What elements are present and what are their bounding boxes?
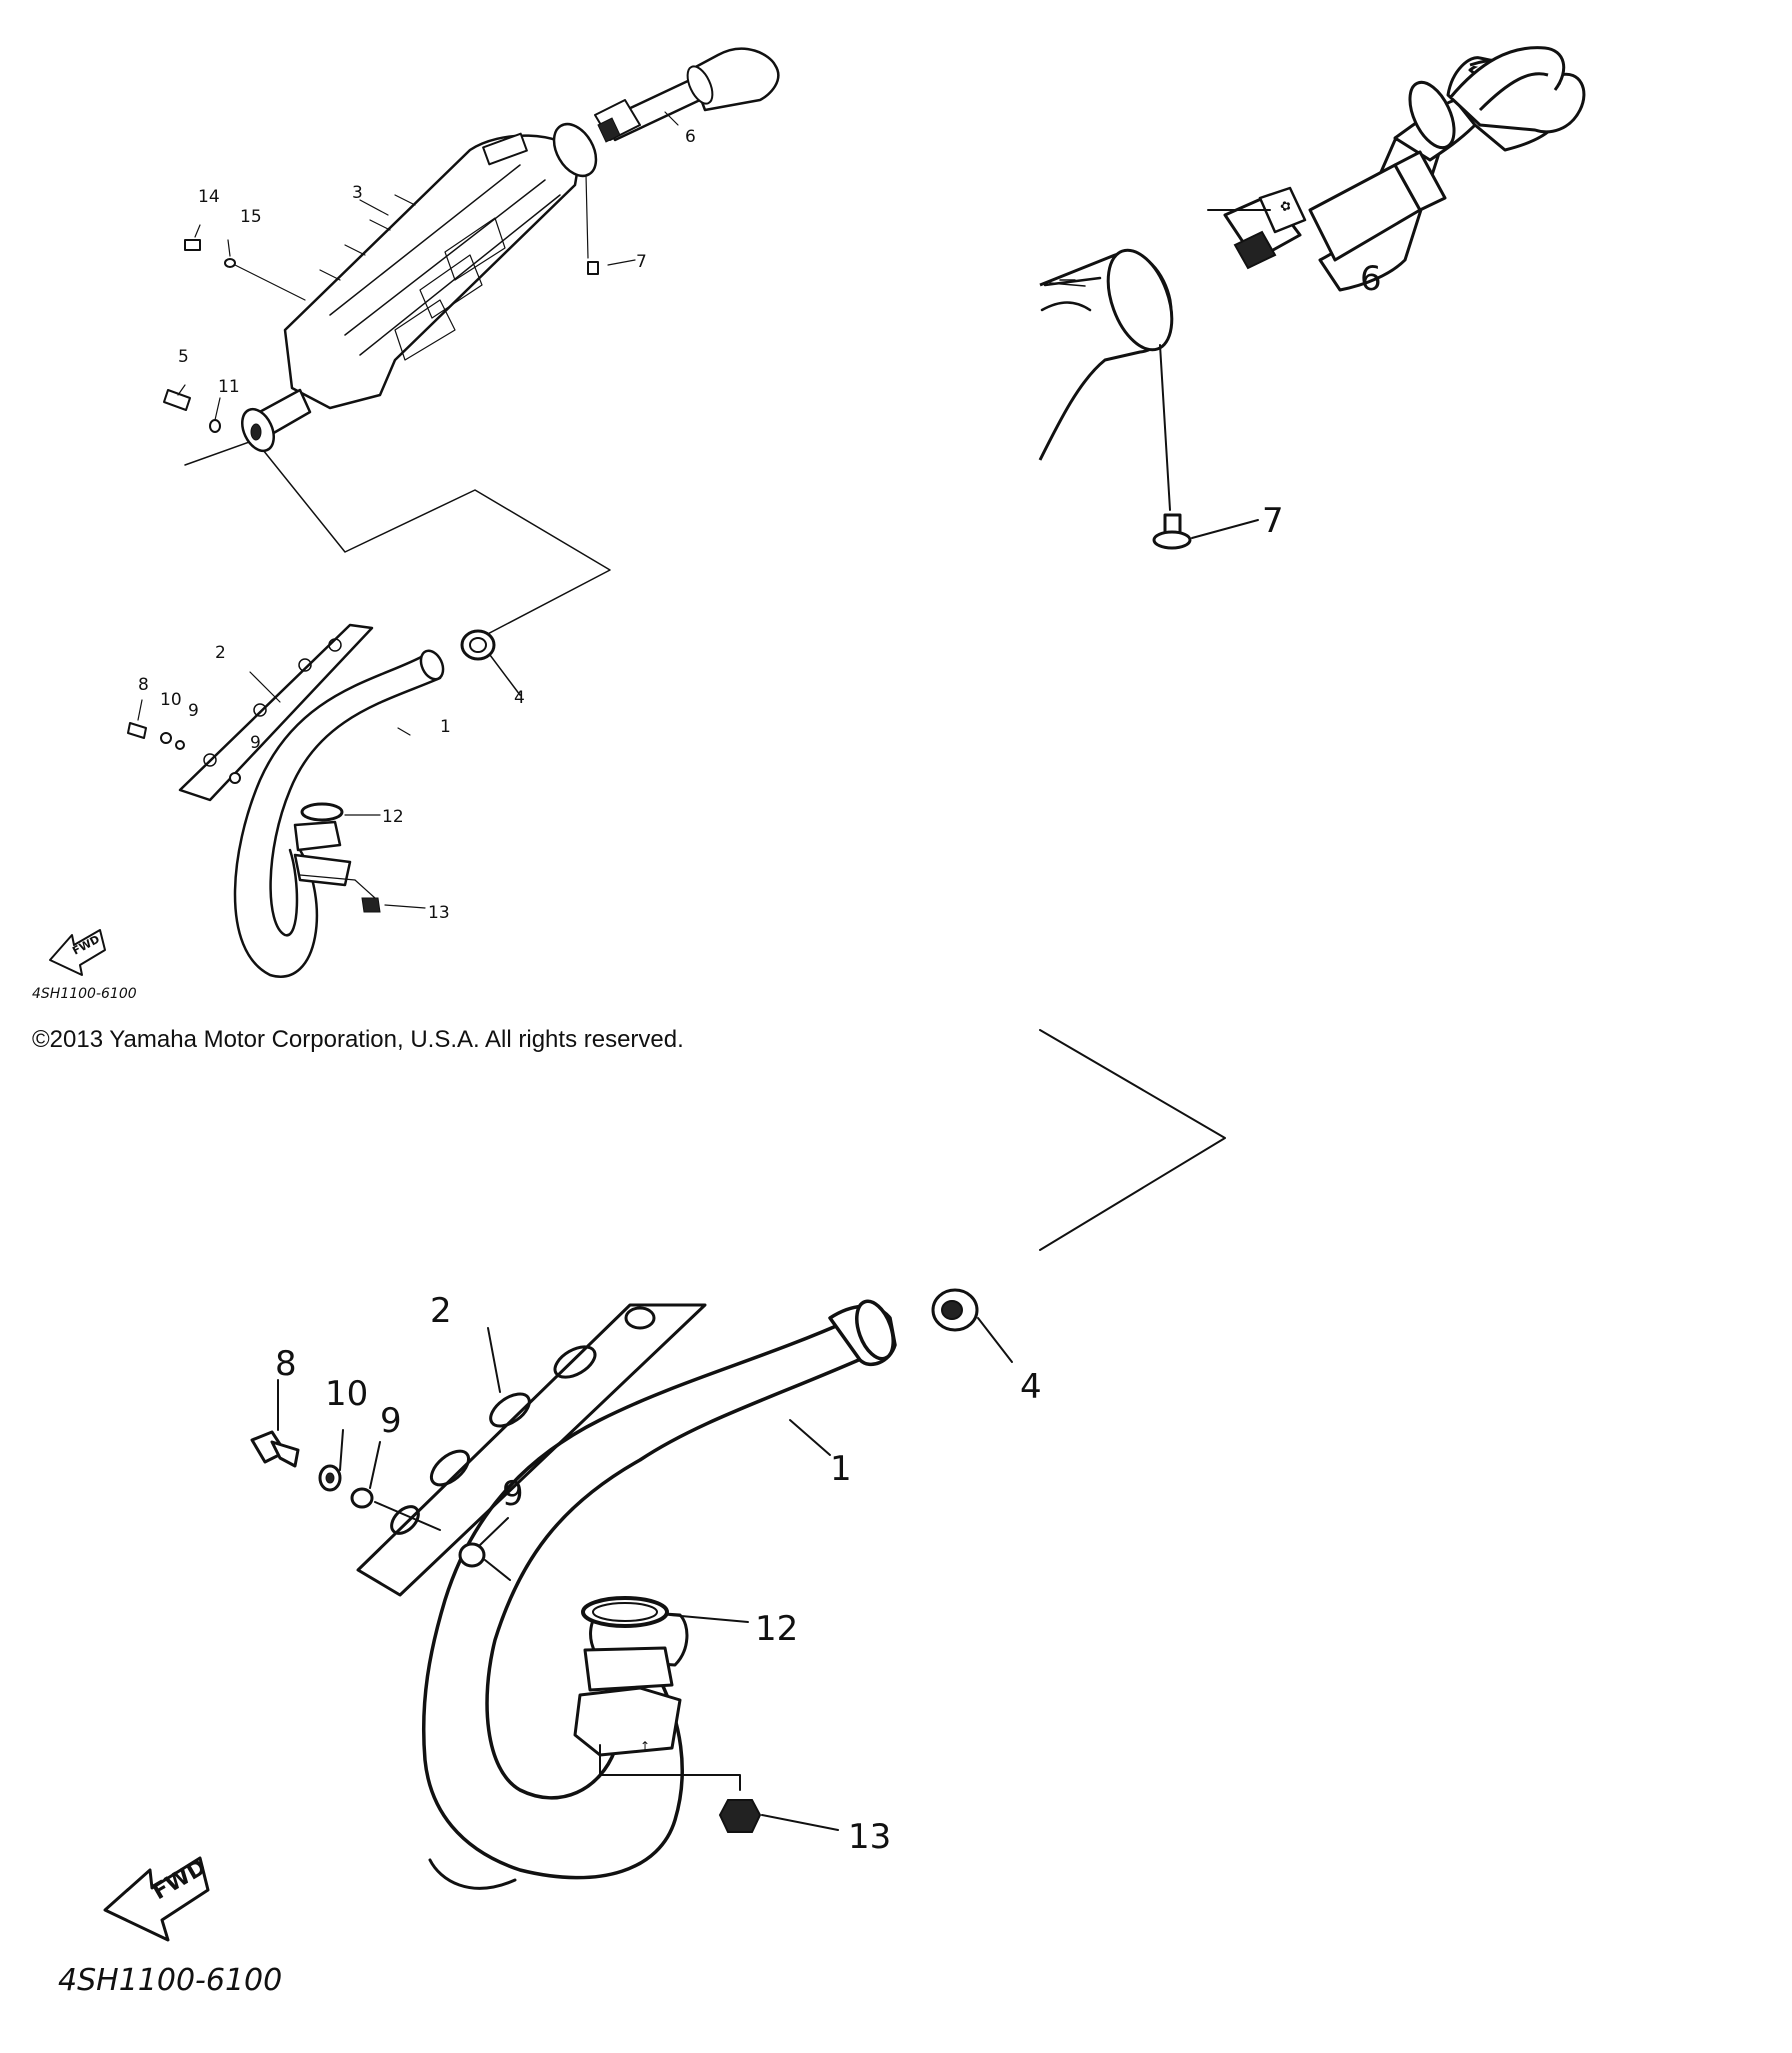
zoom-bottom: ↑ 1 2 4 8 9 9 10 12 13 FWD 4SH1100-6100 <box>58 1288 1042 1998</box>
zoom-callout-6: 6 <box>1360 259 1382 299</box>
tail-pipe <box>594 47 780 143</box>
bolt-5 <box>163 389 191 411</box>
exhaust-pipe <box>233 649 445 978</box>
exhaust-flange <box>293 820 342 852</box>
washer-9b <box>229 772 241 784</box>
callout-5: 5 <box>178 347 189 367</box>
callout-12: 12 <box>382 807 404 827</box>
zoom-callout-4: 4 <box>1020 1367 1042 1407</box>
callout-7: 7 <box>636 252 647 272</box>
zoom-callout-9a: 9 <box>380 1401 402 1441</box>
overview-fasteners <box>127 174 599 913</box>
zoom-heat-protector <box>356 1303 707 1597</box>
callout-2: 2 <box>215 643 226 663</box>
overview-leader-lines <box>137 111 679 909</box>
muffler-inlet-pipe <box>241 388 312 453</box>
callout-4: 4 <box>514 688 525 708</box>
heat-protector <box>178 623 374 802</box>
zoom-callout-9b: 9 <box>502 1474 524 1514</box>
zoom-callout-2: 2 <box>430 1291 452 1331</box>
svg-text:✿: ✿ <box>1278 198 1293 216</box>
overview-diagram: 1 2 3 4 5 6 7 8 9 9 10 11 12 13 14 15 FW… <box>32 47 780 1002</box>
callout-9a: 9 <box>188 701 199 721</box>
callout-11: 11 <box>218 377 240 397</box>
callout-14: 14 <box>198 187 220 207</box>
zoom-fwd-arrow-icon: FWD <box>103 1855 211 1942</box>
callout-9b: 9 <box>250 733 261 753</box>
zoom-callout-8: 8 <box>275 1344 297 1384</box>
assembly-guide-line <box>184 439 611 639</box>
callout-13: 13 <box>428 903 450 923</box>
washer-15 <box>224 258 236 268</box>
bolt-8 <box>127 722 147 739</box>
callout-15: 15 <box>240 207 262 227</box>
washer-9a <box>175 740 185 750</box>
muffler <box>283 122 598 410</box>
zoom-callout-10: 10 <box>325 1374 368 1414</box>
zoom-top-right: ✿ 6 7 <box>1038 46 1586 550</box>
bolt-14 <box>184 239 201 251</box>
callout-1: 1 <box>440 717 451 737</box>
exhaust-joint <box>460 629 496 661</box>
nut-13 <box>361 897 381 913</box>
zoom-diagram-code: 4SH1100-6100 <box>58 1963 282 1998</box>
washer-10 <box>160 732 172 744</box>
zoom-callout-1: 1 <box>830 1449 852 1489</box>
washer-11 <box>209 419 221 433</box>
callout-3: 3 <box>352 183 363 203</box>
screw-7 <box>587 261 599 275</box>
diagram-code: 4SH1100-6100 <box>32 986 137 1002</box>
zoom-callout-13: 13 <box>848 1817 891 1857</box>
callout-6: 6 <box>685 127 696 147</box>
exhaust-gasket <box>300 802 344 822</box>
zoom-callout-7: 7 <box>1262 501 1284 541</box>
svg-text:↑: ↑ <box>640 1739 650 1753</box>
copyright-notice: ©2013 Yamaha Motor Corporation, U.S.A. A… <box>32 1026 684 1053</box>
zoom-callout-12: 12 <box>755 1609 798 1649</box>
fwd-arrow-icon: FWD <box>49 929 106 976</box>
zoom-guide-line <box>1039 1029 1226 1251</box>
callout-8: 8 <box>138 675 149 695</box>
callout-10: 10 <box>160 690 182 710</box>
